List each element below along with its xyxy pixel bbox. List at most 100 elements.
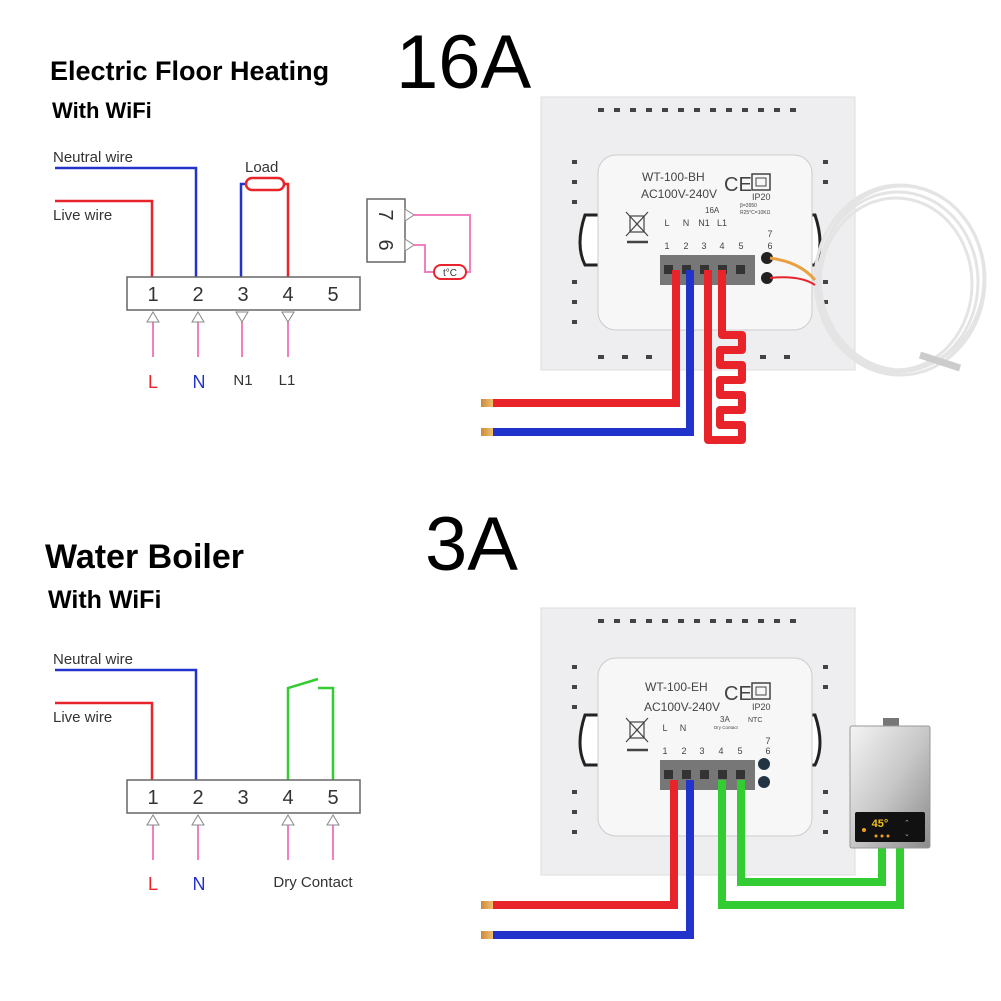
arrow-down-icon (281, 311, 295, 323)
device-number-2: 2 (681, 746, 686, 756)
device-voltage: AC100V-240V (644, 700, 720, 714)
bottom-subtitle: With WiFi (48, 586, 161, 614)
chevron-up-icon: ⌃ (904, 819, 910, 827)
chevron-down-icon: ⌄ (904, 831, 910, 838)
top-title: Electric Floor Heating (50, 56, 329, 86)
load-resistor (244, 176, 286, 192)
load-label: Load (245, 159, 278, 176)
ntc-spec-beta: β=3950 (740, 203, 757, 209)
device-number-7: 7 (767, 229, 772, 239)
dry-contact-cable (737, 780, 886, 886)
live-wire (55, 701, 154, 780)
device-letter-L: L (664, 218, 669, 228)
device-number-4: 4 (718, 746, 723, 756)
water-boiler: 45° ⌃ ⌄ (849, 718, 931, 849)
sensor-wire (414, 244, 435, 273)
device-number-5: 5 (737, 746, 742, 756)
terminal-block (126, 276, 361, 311)
device-number-6: 6 (765, 746, 770, 756)
label-L1: L1 (279, 372, 296, 389)
device-number-3: 3 (699, 746, 704, 756)
bottom-current-rating: 3A (425, 502, 518, 587)
device-letter-N: N (680, 723, 687, 733)
double-insulation-icon (751, 173, 771, 191)
double-insulation-icon (751, 682, 771, 700)
boiler-temperature: 45° (872, 818, 889, 830)
label-dry-contact: Dry Contact (273, 874, 353, 891)
power-icon (862, 828, 866, 832)
device-number-1: 1 (664, 241, 669, 251)
live-wire-cable (485, 270, 680, 407)
sensor-label: t°C (443, 268, 457, 279)
weee-bin-icon (625, 211, 649, 244)
arrow-up-icon (281, 814, 295, 826)
neutral-wire (55, 668, 198, 780)
boiler-display (855, 812, 925, 842)
bottom-schematic: Neutral wire Live wire 1 2 3 4 5 L N Dry… (53, 651, 361, 894)
sensor-cable-coil (769, 183, 987, 377)
load-live-wire (284, 182, 290, 277)
terminal-3: 3 (237, 787, 248, 809)
dry-contact-switch (286, 677, 319, 780)
arrow-up-icon (191, 814, 205, 826)
arrow-up-icon (326, 814, 340, 826)
ntc-label: NTC (748, 717, 762, 724)
label-N1: N1 (233, 372, 252, 389)
device-letter-L: L (662, 723, 667, 733)
thermostat-module (597, 657, 813, 837)
ntc-spec-resistance: R25°C=10KΩ (740, 210, 771, 216)
neutral-wire-label: Neutral wire (53, 651, 133, 668)
terminal-2: 2 (192, 787, 203, 809)
terminal-2: 2 (192, 284, 203, 306)
ip-rating: IP20 (752, 192, 771, 202)
sensor-terminal-6: 6 (374, 239, 396, 250)
terminal-1: 1 (147, 787, 158, 809)
arrow-up-icon (146, 311, 160, 323)
device-number-2: 2 (683, 241, 688, 251)
ce-mark: CE (724, 683, 752, 705)
bottom-title: Water Boiler (45, 538, 244, 576)
terminal-4: 4 (282, 787, 293, 809)
terminal-1: 1 (147, 284, 158, 306)
top-current-rating: 16A (396, 20, 532, 105)
heating-cable (704, 270, 746, 444)
device-number-7: 7 (765, 736, 770, 746)
dry-contact-label: Dry Contact (714, 725, 739, 730)
load-neutral-wire (239, 182, 246, 277)
thermostat-device-bottom: WT-100-EH AC100V-240V CE IP20 3A Dry Con… (481, 607, 931, 939)
device-rating: 16A (705, 206, 720, 215)
label-L: L (148, 372, 158, 392)
top-subtitle: With WiFi (52, 98, 152, 123)
temperature-sensor (433, 264, 467, 280)
device-number-4: 4 (719, 241, 724, 251)
device-letter-N1: N1 (698, 218, 710, 228)
neutral-wire-label: Neutral wire (53, 149, 133, 166)
device-number-6: 6 (767, 241, 772, 251)
label-N: N (193, 372, 206, 392)
arrow-up-icon (191, 311, 205, 323)
weee-bin-icon (625, 717, 649, 752)
ce-mark: CE (724, 174, 752, 196)
live-wire-label: Live wire (53, 207, 112, 224)
thermostat-device-top: WT-100-BH AC100V-240V CE IP20 16A β=3950… (481, 96, 987, 444)
device-rating: 3A (720, 715, 730, 724)
dry-contact-cable (718, 780, 904, 909)
arrow-down-icon (235, 311, 249, 323)
dry-contact-wire (318, 686, 335, 780)
terminal-3: 3 (237, 284, 248, 306)
device-letter-N: N (683, 218, 690, 228)
device-letter-L1: L1 (717, 218, 727, 228)
label-L: L (148, 874, 158, 894)
terminal-5: 5 (327, 787, 338, 809)
device-model: WT-100-BH (642, 170, 705, 184)
terminal-4: 4 (282, 284, 293, 306)
neutral-wire-cable (485, 270, 694, 436)
device-number-1: 1 (662, 746, 667, 756)
arrow-up-icon (146, 814, 160, 826)
top-schematic: Neutral wire Live wire Load 1 2 3 4 5 L … (53, 149, 471, 392)
device-model: WT-100-EH (645, 680, 708, 694)
live-wire-cable (485, 780, 678, 909)
label-N: N (193, 874, 206, 894)
device-number-3: 3 (701, 241, 706, 251)
